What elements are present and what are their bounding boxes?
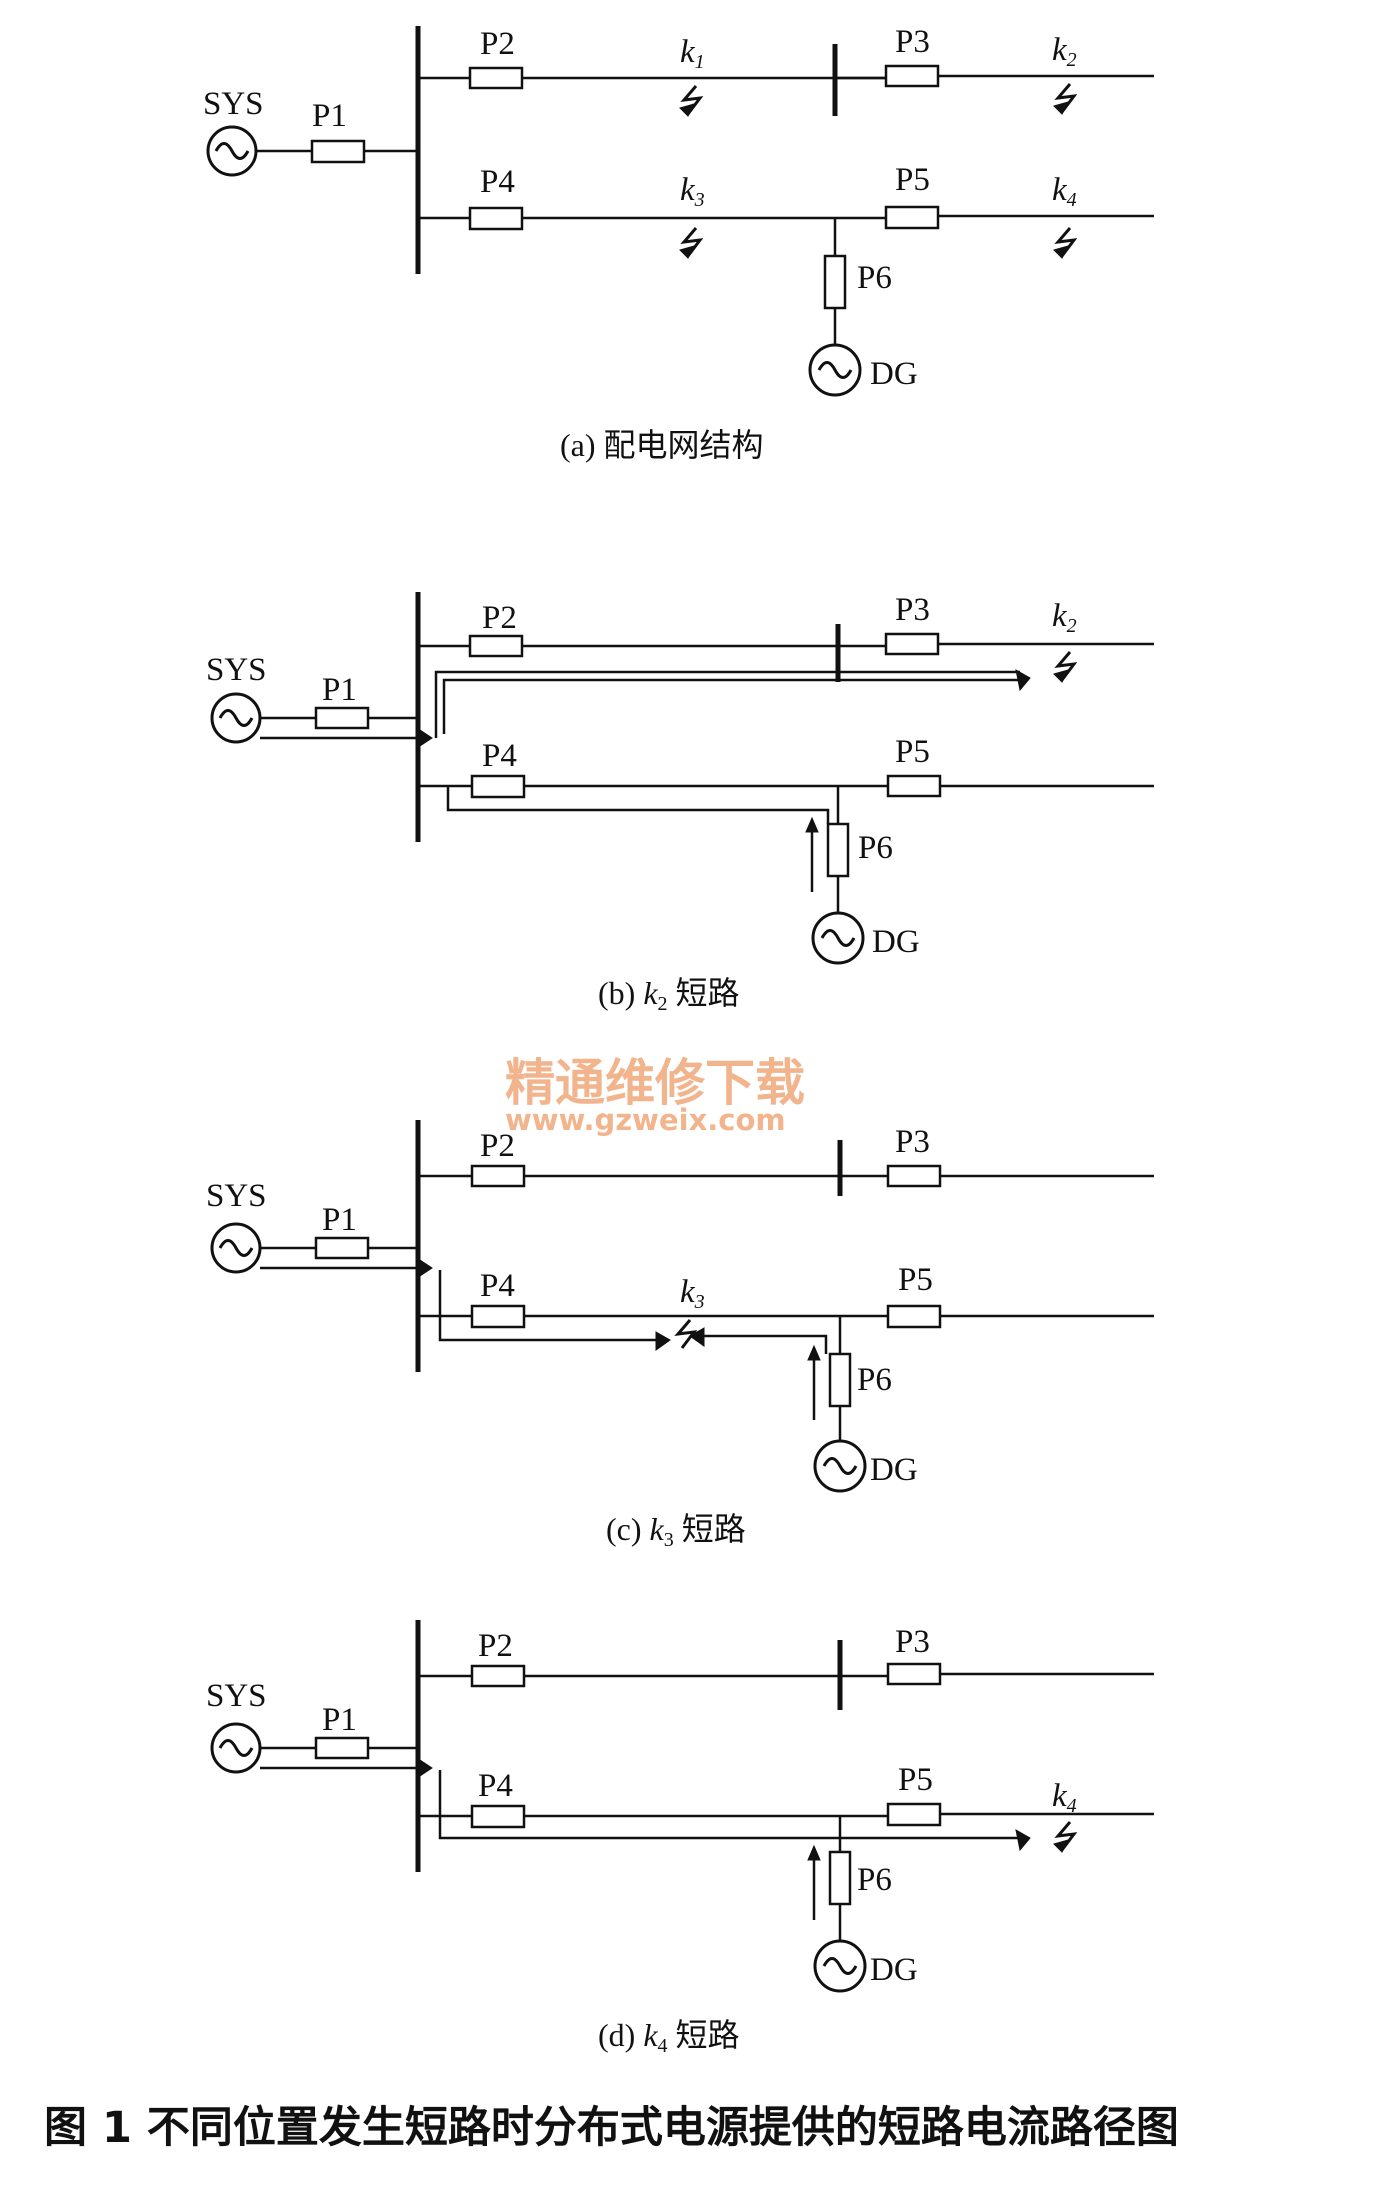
caption-d: (d) k4 短路 — [598, 2017, 740, 2057]
label-p2: P2 — [480, 26, 515, 62]
label-p1: P1 — [322, 1702, 357, 1738]
sine-icon — [817, 361, 853, 379]
label-p4: P4 — [478, 1768, 513, 1804]
breaker-p3 — [886, 1662, 942, 1686]
panel-c-labels: SYS P1 P2 P3 P4 P5 P6 DG k3 (c) k3 短路 — [206, 1124, 933, 1551]
sine-icon — [218, 1239, 254, 1257]
label-p4: P4 — [480, 164, 515, 200]
label-k2: k2 — [1052, 32, 1077, 71]
label-dg: DG — [870, 356, 918, 392]
breaker-p1 — [314, 1736, 370, 1760]
label-p1: P1 — [322, 1202, 357, 1238]
caption-c: (c) k3 短路 — [606, 1511, 746, 1551]
breaker-p3 — [884, 632, 940, 656]
sine-icon — [218, 709, 254, 727]
breaker-p3 — [884, 64, 940, 88]
panel-b — [210, 592, 1154, 965]
dg-generator-icon — [813, 1939, 867, 1993]
label-k2: k2 — [1052, 598, 1077, 637]
label-p2: P2 — [478, 1628, 513, 1664]
fault-k2-icon — [1054, 83, 1078, 113]
label-p4: P4 — [480, 1268, 515, 1304]
label-p3: P3 — [895, 24, 930, 60]
breaker-p6 — [823, 254, 847, 310]
breaker-p2 — [470, 1164, 526, 1188]
label-k4: k4 — [1052, 1778, 1077, 1817]
sine-icon — [822, 1457, 858, 1475]
label-p1: P1 — [312, 98, 347, 134]
breaker-p4 — [470, 1304, 526, 1329]
breaker-p6 — [828, 1352, 852, 1408]
breaker-p4 — [470, 774, 526, 799]
label-p3: P3 — [895, 1124, 930, 1160]
panel-c — [210, 1120, 1154, 1493]
fault-k2-icon — [1054, 651, 1078, 681]
fault-k1-icon — [680, 85, 704, 115]
sine-icon — [822, 1957, 858, 1975]
label-sys: SYS — [203, 86, 264, 122]
caption-b: (b) k2 短路 — [598, 975, 740, 1015]
label-k4: k4 — [1052, 172, 1077, 211]
label-p5: P5 — [895, 162, 930, 198]
label-p6: P6 — [858, 830, 893, 866]
label-dg: DG — [872, 924, 920, 960]
breaker-p5 — [886, 1802, 942, 1827]
label-p5: P5 — [895, 734, 930, 770]
breaker-p4 — [468, 206, 524, 231]
caption-a: (a) 配电网结构 — [560, 427, 764, 463]
label-p3: P3 — [895, 592, 930, 628]
label-p6: P6 — [857, 1862, 892, 1898]
label-p6: P6 — [857, 260, 892, 296]
label-k1: k1 — [680, 34, 705, 73]
figure-title: 图 1 不同位置发生短路时分布式电源提供的短路电流路径图 — [44, 2103, 1179, 2153]
panel-d-labels: SYS P1 P2 P3 P4 P5 P6 DG k4 (d) k4 短路 — [206, 1624, 1077, 2057]
fault-k4-icon — [1054, 1821, 1078, 1851]
breaker-p5 — [886, 774, 942, 798]
breaker-p6 — [826, 822, 850, 878]
breaker-p2 — [470, 1664, 526, 1688]
label-sys: SYS — [206, 1178, 267, 1214]
breaker-p2 — [468, 634, 524, 658]
breaker-p3 — [886, 1164, 942, 1188]
breaker-p1 — [314, 706, 370, 730]
breaker-p5 — [886, 1304, 942, 1329]
label-dg: DG — [870, 1452, 918, 1488]
sine-icon — [214, 142, 250, 160]
label-sys: SYS — [206, 652, 267, 688]
breaker-p4 — [470, 1804, 526, 1829]
dg-generator-icon — [813, 1439, 867, 1493]
breaker-p1 — [314, 1236, 370, 1260]
fault-k3-icon — [674, 1319, 698, 1349]
panel-b-labels: SYS P1 P2 P3 P4 P5 P6 DG k2 (b) k2 短路 — [206, 592, 1077, 1015]
label-p4: P4 — [482, 738, 517, 774]
fault-k4-icon — [1054, 227, 1078, 257]
panel-d — [210, 1620, 1154, 1993]
sine-icon — [820, 929, 856, 947]
dg-generator-icon — [808, 343, 862, 397]
breaker-p6 — [828, 1850, 852, 1906]
watermark-url: www.gzweix.com — [505, 1103, 786, 1137]
panel-a — [206, 26, 1154, 397]
breaker-p2 — [468, 66, 524, 90]
label-p2: P2 — [482, 600, 517, 636]
label-p3: P3 — [895, 1624, 930, 1660]
fault-k3-icon — [680, 227, 704, 257]
panel-a-labels: SYS P1 P2 P3 P4 P5 P6 DG k1 k2 k3 k4 (a)… — [203, 24, 1077, 463]
watermark-cn: 精通维修下载 — [505, 1054, 805, 1112]
label-p5: P5 — [898, 1262, 933, 1298]
label-p6: P6 — [857, 1362, 892, 1398]
watermark: 精通维修下载 www.gzweix.com — [505, 1054, 805, 1137]
dg-generator-icon — [811, 911, 865, 965]
label-k3: k3 — [680, 1274, 705, 1313]
breaker-p1 — [310, 139, 366, 164]
breaker-p5 — [884, 205, 940, 230]
label-dg: DG — [870, 1952, 918, 1988]
label-k3: k3 — [680, 172, 705, 211]
label-p5: P5 — [898, 1762, 933, 1798]
label-p2: P2 — [480, 1128, 515, 1164]
label-sys: SYS — [206, 1678, 267, 1714]
label-p1: P1 — [322, 672, 357, 708]
sine-icon — [218, 1739, 254, 1757]
